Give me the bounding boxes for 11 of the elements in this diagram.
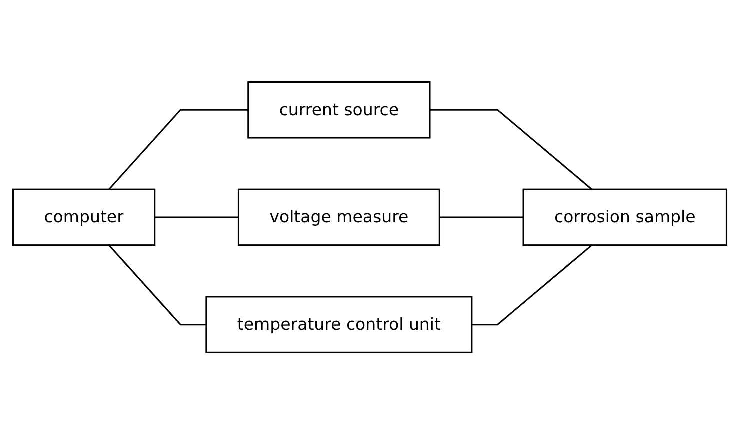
connector [472, 244, 593, 326]
connector [108, 244, 206, 326]
connector [440, 216, 524, 218]
node-box: voltage measure [238, 188, 440, 246]
node-box: corrosion sample [522, 188, 728, 246]
connector [108, 109, 248, 190]
connector [154, 216, 239, 218]
node-box: temperature control unit [206, 296, 473, 354]
connector [430, 109, 593, 190]
node-box: computer [12, 188, 156, 246]
node-box: current source [248, 82, 431, 139]
